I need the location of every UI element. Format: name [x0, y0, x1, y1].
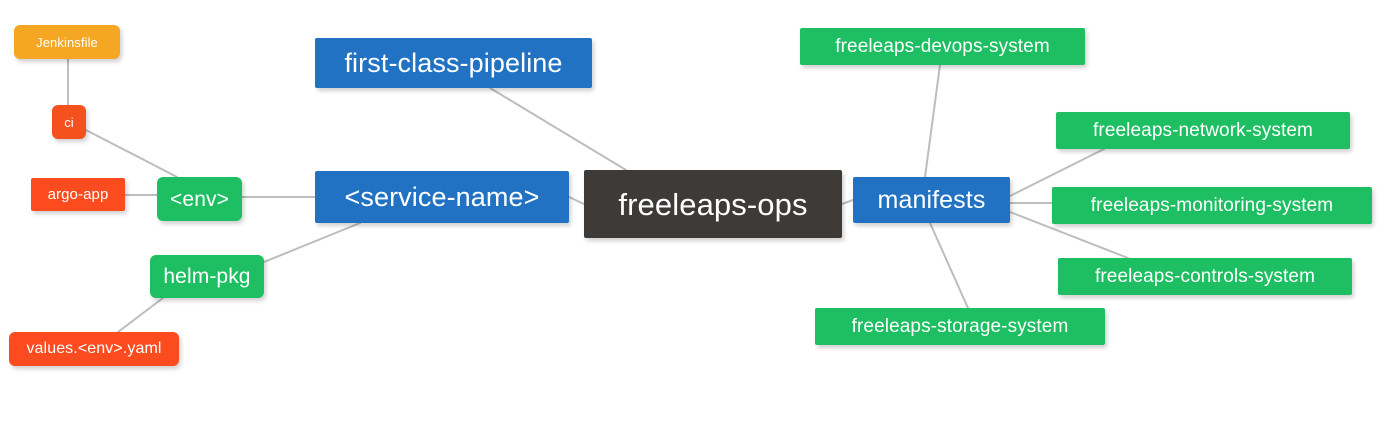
mindmap-node-helm-pkg[interactable]: helm-pkg [150, 255, 264, 298]
edge-ops-service [568, 196, 585, 205]
mindmap-node-label: <env> [170, 187, 229, 211]
mindmap-node-label: first-class-pipeline [344, 47, 563, 78]
edge-ops-pipeline [489, 87, 627, 171]
mindmap-node-freeleaps-monitoring-system[interactable]: freeleaps-monitoring-system [1052, 187, 1372, 224]
mindmap-node-freeleaps-ops[interactable]: freeleaps-ops [584, 170, 842, 238]
mindmap-node-label: freeleaps-controls-system [1094, 266, 1316, 287]
edge-manifests-devops [924, 64, 941, 178]
mindmap-node-label: freeleaps-ops [618, 186, 808, 222]
edge-service-helm [263, 222, 361, 263]
mindmap-node-label: <service-name> [344, 181, 540, 212]
mindmap-node-label: argo-app [47, 186, 109, 203]
mindmap-node-ci[interactable]: ci [52, 105, 86, 139]
edge-env-ci [85, 129, 178, 178]
mindmap-node-first-class-pipeline[interactable]: first-class-pipeline [315, 38, 592, 88]
mindmap-node-manifests[interactable]: manifests [853, 177, 1010, 223]
mindmap-node-jenkinsfile[interactable]: Jenkinsfile [14, 25, 120, 59]
mindmap-node-label: Jenkinsfile [36, 34, 98, 50]
mindmap-node-freeleaps-storage-system[interactable]: freeleaps-storage-system [815, 308, 1105, 345]
mindmap-node-argo-app[interactable]: argo-app [31, 178, 125, 211]
mindmap-node-label: manifests [877, 185, 986, 214]
mindmap-node-freeleaps-controls-system[interactable]: freeleaps-controls-system [1058, 258, 1352, 295]
mindmap-node-label: helm-pkg [163, 265, 251, 288]
mindmap-node-service-name[interactable]: <service-name> [315, 171, 569, 223]
mindmap-node-label: freeleaps-storage-system [851, 316, 1069, 337]
edge-manifests-storage [929, 222, 969, 309]
edge-ops-manifests [841, 199, 854, 205]
mindmap-node-values-yaml[interactable]: values.<env>.yaml [9, 332, 179, 366]
mindmap-node-freeleaps-devops-system[interactable]: freeleaps-devops-system [800, 28, 1085, 65]
mindmap-node-freeleaps-network-system[interactable]: freeleaps-network-system [1056, 112, 1350, 149]
mindmap-node-env[interactable]: <env> [157, 177, 242, 221]
mindmap-node-label: values.<env>.yaml [26, 340, 162, 357]
edge-helm-values [117, 297, 164, 333]
mindmap-node-label: freeleaps-network-system [1093, 120, 1313, 141]
mindmap-node-label: freeleaps-monitoring-system [1090, 195, 1334, 216]
mindmap-node-label: ci [64, 114, 74, 130]
mindmap-node-label: freeleaps-devops-system [835, 36, 1050, 57]
